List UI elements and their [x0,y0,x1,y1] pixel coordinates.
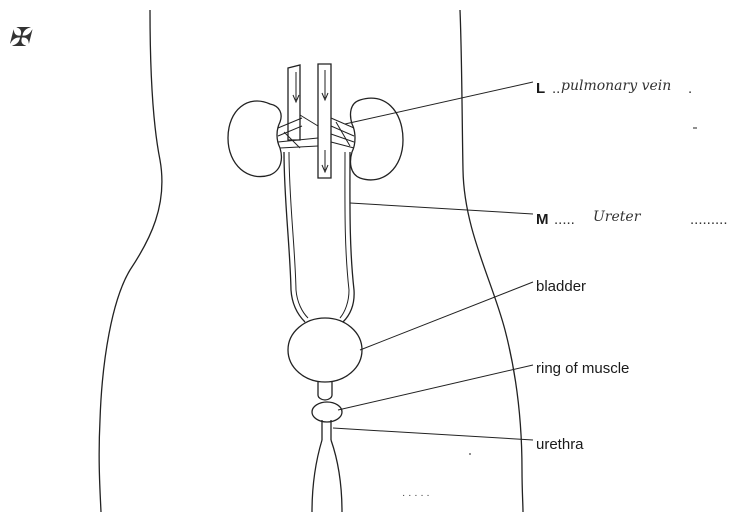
label-L-leader: .. [552,80,560,97]
leader-ring [338,365,533,410]
body-outline-left [99,10,162,512]
label-L-letter: L [536,80,545,97]
label-L-trailer: . [688,80,692,97]
label-M-trailer: ......... [690,211,728,228]
label-M-letter: M [536,211,549,228]
left-ureter [284,152,305,322]
renal-vessels [278,118,354,148]
label-urethra: urethra [536,436,584,453]
leader-urethra [333,428,533,440]
right-kidney [351,98,403,180]
leader-M [350,203,533,214]
label-M-leader: ..... [554,211,575,228]
label-ring-of-muscle: ring of muscle [536,360,629,377]
label-bladder: bladder [536,278,586,295]
body-outline-right [460,10,523,512]
urethra-tube [322,420,331,440]
leader-L [345,82,533,124]
bladder-neck [318,382,332,400]
genital-outline [312,440,342,512]
label-L-answer: pulmonary vein [561,78,671,94]
label-M-answer: Ureter [593,209,642,225]
bladder-shape [288,318,362,382]
ring-of-muscle-shape [312,402,342,422]
left-kidney [228,101,281,177]
bottom-marks: · · · · · [402,490,430,501]
right-ureter-inner [340,152,349,318]
corner-mark: ✠ [8,23,33,53]
